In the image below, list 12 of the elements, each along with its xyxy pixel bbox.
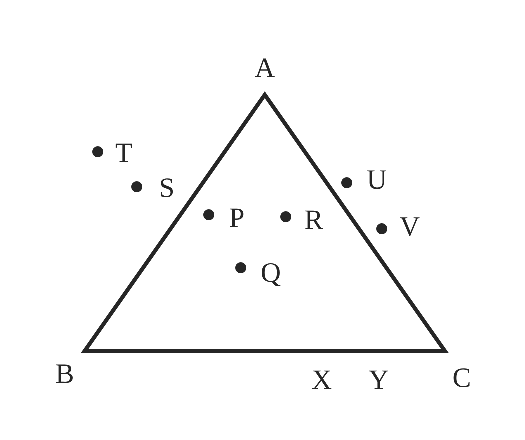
point-label: S — [161, 178, 174, 198]
point-label: U — [367, 170, 387, 190]
point-label: Y — [369, 370, 388, 390]
point-label: R — [305, 210, 324, 230]
point-label: A — [255, 58, 275, 78]
point-label: B — [56, 364, 73, 384]
point-label: X — [312, 370, 332, 390]
point-label: T — [116, 144, 132, 162]
point-label: Q — [262, 263, 281, 287]
point-label: V — [400, 218, 420, 236]
point-label: C — [454, 368, 470, 388]
point-label: P — [230, 208, 244, 228]
